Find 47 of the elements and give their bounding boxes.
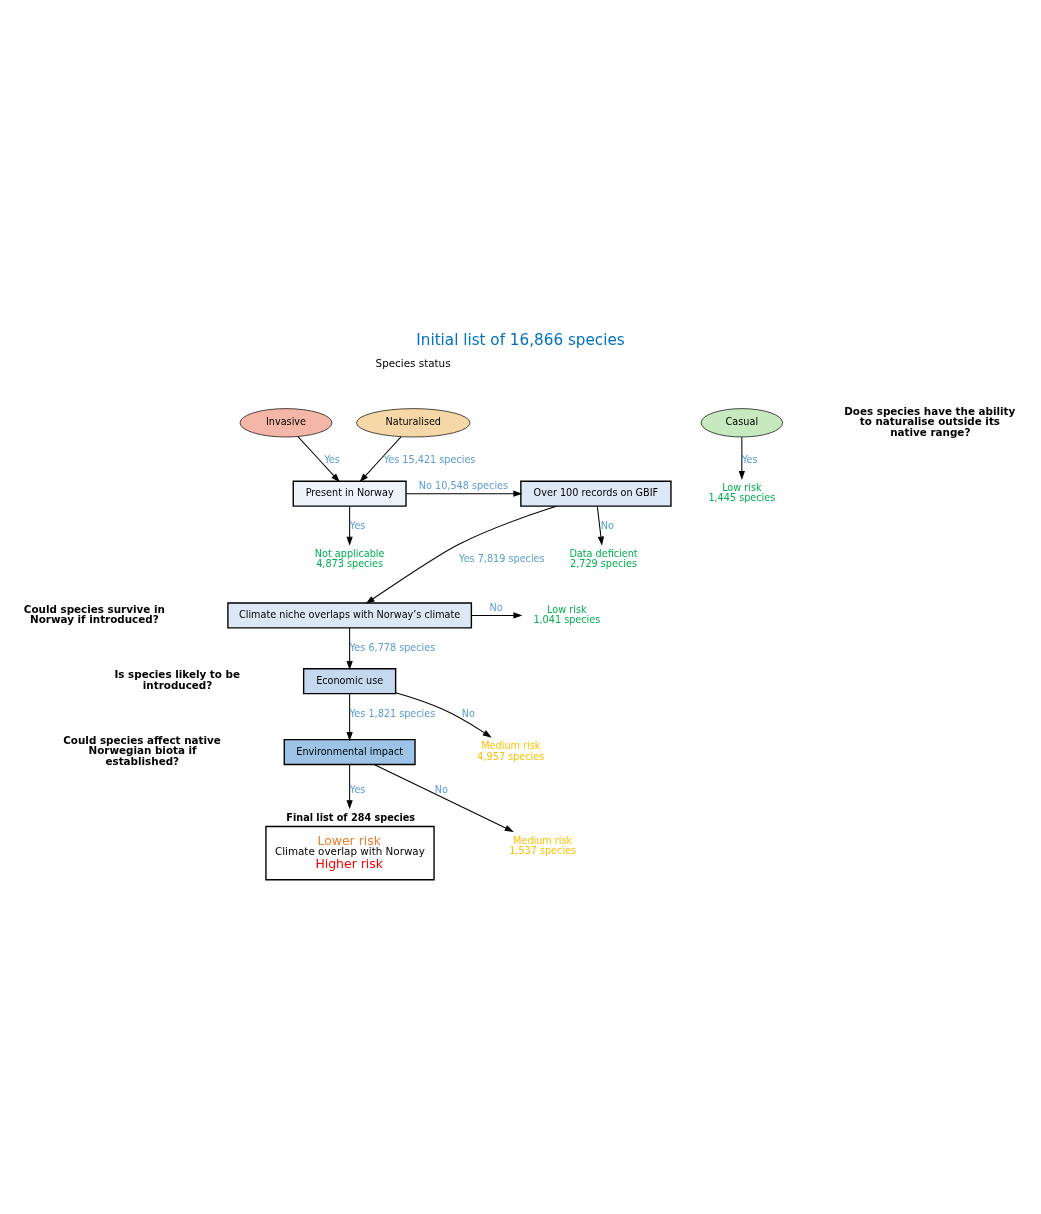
arrow <box>395 691 492 738</box>
edge-label: Yes 6,778 species <box>349 641 436 653</box>
arrow <box>346 692 353 741</box>
node-box: Environmental impact <box>283 738 416 765</box>
arrow <box>471 611 523 619</box>
edge-label: Yes 7,819 species <box>459 552 545 564</box>
node-ellipse: Naturalised <box>356 407 471 437</box>
label: Species status <box>375 356 451 369</box>
node-text: Medium risk 4,957 species <box>477 739 545 762</box>
edge-label: Yes 15,421 species <box>383 453 476 465</box>
arrow <box>346 626 353 670</box>
edge-label: No <box>461 707 475 719</box>
arrow <box>738 436 745 480</box>
edge-label: Yes <box>349 783 366 795</box>
node-ellipse: Casual <box>700 407 783 437</box>
edge-label: Yes 1,821 species <box>349 707 436 719</box>
node-text: Data deficient 2,729 species <box>569 547 638 569</box>
node-box: Economic use <box>302 667 397 694</box>
edge-label: No <box>434 783 448 795</box>
edge-label: No 10,548 species <box>418 479 509 491</box>
label: Is species likely to be introduced? <box>114 667 240 691</box>
node-label: Final list of 284 species <box>286 811 416 823</box>
arrow <box>346 763 353 809</box>
edge-label: No <box>489 601 503 613</box>
node-ellipse: Invasive <box>239 407 333 437</box>
node-box: Lower risk Climate overlap with Norway Higher risk <box>265 825 435 880</box>
arrow <box>297 435 340 482</box>
arrow <box>359 435 402 482</box>
node-text: Low risk 1,041 species <box>533 603 601 625</box>
edge-label: Yes <box>324 453 340 465</box>
node-text: Not applicable 4,873 species <box>314 547 385 569</box>
arrow <box>373 763 514 832</box>
node-box: Present in Norway <box>292 480 407 507</box>
node-box: Over 100 records on GBIF <box>520 480 672 507</box>
arrow <box>596 505 605 546</box>
label: Could species affect native Norwegian biota if established? <box>63 733 221 767</box>
label: Does species have the ability to naturalise outside its native range? <box>844 404 1016 438</box>
node-text: Low risk 1,445 species <box>708 481 776 503</box>
edge-label: Yes <box>349 519 366 531</box>
label: Could species survive in Norway if introduced? <box>23 602 165 625</box>
arrow <box>405 490 523 497</box>
node-text: Medium risk 1,537 species <box>509 834 577 856</box>
arrow <box>365 505 557 604</box>
arrow <box>346 505 353 546</box>
node-box: Climate niche overlaps with Norway’s climate <box>227 601 473 629</box>
diagram-title: Initial list of 16,866 species <box>416 330 625 349</box>
edge-label: No <box>600 519 614 531</box>
